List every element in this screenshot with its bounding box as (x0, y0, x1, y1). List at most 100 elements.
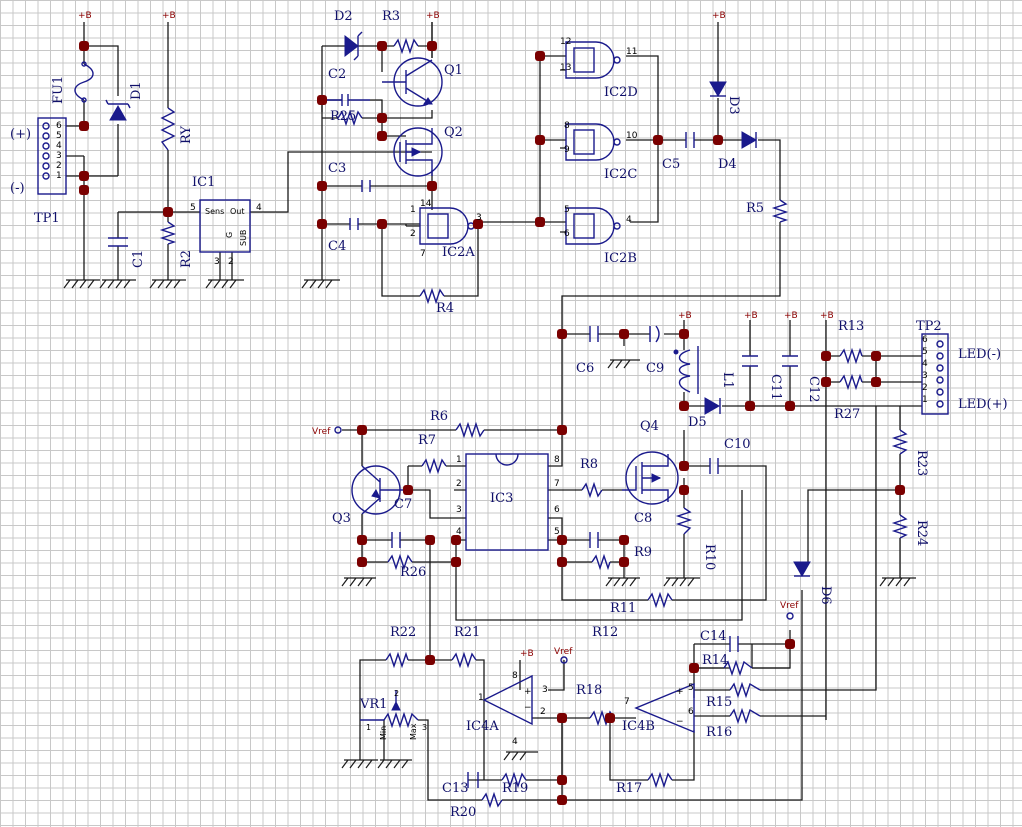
c8-label: C8 (634, 511, 652, 526)
q2-mosfet (393, 127, 443, 177)
vr1-num: 1 (366, 723, 371, 732)
tp2-pin: 2 (922, 383, 928, 393)
ic4b-sign: − (676, 717, 684, 727)
ic4a-pin: 8 (512, 671, 518, 681)
wires (66, 22, 922, 801)
r25-resistor (337, 109, 363, 127)
tp1-pin: 3 (56, 151, 62, 161)
ic3-pin: 2 (456, 479, 462, 489)
ic2d-pin: 11 (626, 47, 637, 57)
tp2-connector (921, 333, 949, 415)
ic4a-sign: + (524, 687, 532, 697)
r21-resistor (451, 651, 477, 669)
r23-resistor (891, 429, 909, 455)
ic4b-pin: 5 (688, 683, 694, 693)
vref-terminal (334, 426, 342, 434)
vref-terminal (560, 656, 568, 664)
led-plus-label: LED(+) (958, 397, 1008, 412)
ic2a-gate (419, 207, 475, 245)
r22-resistor (385, 651, 409, 669)
ic2b-gate (565, 207, 621, 245)
r15-label: R15 (706, 695, 732, 710)
ic4b-opamp (634, 682, 695, 734)
c7-capacitor (391, 532, 401, 548)
tp1-pins (42, 122, 50, 180)
ic2a-pin: 3 (476, 213, 482, 223)
c8-capacitor (589, 532, 599, 548)
component-labels: FU1 D1 RY C1 R2 IC1 Sens Out G SUB 5 4 3… (10, 9, 1008, 820)
ic2a-pin: 14 (420, 199, 432, 209)
tp2-label: TP2 (916, 319, 942, 334)
d3-diode (709, 81, 727, 98)
ic1-g-label: G (225, 232, 234, 238)
d3-label: D3 (726, 96, 741, 115)
r14-resistor (723, 659, 753, 677)
r25-label: R25 (330, 109, 356, 124)
tp2-pin: 5 (922, 347, 928, 357)
rail-vref-label: Vref (554, 647, 573, 657)
tp1-plus-label: (+) (10, 127, 31, 142)
ic1-pin2: 2 (228, 257, 234, 267)
ic2a-label: IC2A (442, 245, 475, 260)
r19-label: R19 (502, 781, 528, 796)
vr1-label: VR1 (359, 697, 387, 712)
r11-resistor (647, 591, 673, 609)
vr1-num: 3 (422, 723, 427, 732)
ic1-pin3: 3 (214, 257, 220, 267)
r4-label: R4 (436, 301, 454, 316)
ic3-pin: 5 (554, 527, 560, 537)
r5-resistor (771, 199, 789, 223)
r12-label: R12 (592, 625, 618, 640)
rail-pos-label: +B (784, 311, 798, 321)
tp1-pin: 1 (56, 171, 62, 181)
c9-capacitor (649, 325, 660, 343)
r3-label: R3 (382, 9, 400, 24)
r5-label: R5 (746, 201, 764, 216)
ic4b-pin: 7 (624, 697, 630, 707)
l1-label: L1 (720, 372, 735, 389)
rail-vref-label: Vref (780, 601, 799, 611)
c3-capacitor (361, 180, 371, 192)
ic1-sens-label: Sens (205, 207, 224, 216)
d2-label: D2 (334, 9, 353, 24)
ic2b-pin: 6 (564, 229, 570, 239)
d2-diode (344, 34, 359, 58)
tp1-pin: 4 (56, 141, 62, 151)
vr1-potentiometer (383, 711, 419, 729)
tp2-pin: 1 (922, 395, 928, 405)
tp1-connector (37, 117, 67, 195)
ic3-pin: 7 (554, 479, 560, 489)
ry-resistor (160, 107, 176, 151)
q3-label: Q3 (332, 511, 351, 526)
ic2b-pin: 4 (626, 215, 632, 225)
d4-label: D4 (718, 157, 737, 172)
fu1-fuse (74, 63, 94, 101)
r27-label: R27 (834, 407, 860, 422)
r21-label: R21 (454, 625, 480, 640)
ground-symbols (63, 279, 916, 769)
ic2d-pin: 13 (560, 63, 571, 73)
r26-label: R26 (400, 565, 426, 580)
c5-label: C5 (662, 157, 680, 172)
tp2-pin: 6 (922, 335, 928, 345)
q1-label: Q1 (444, 63, 463, 78)
r11-label: R11 (610, 601, 636, 616)
c1-capacitor (108, 237, 128, 247)
c4-label: C4 (328, 239, 346, 254)
c4-capacitor (349, 218, 359, 230)
ic2c-pin: 10 (626, 131, 638, 141)
vr1-min-label: Min (379, 726, 388, 740)
c2-label: C2 (328, 67, 346, 82)
r14-label: R14 (702, 653, 728, 668)
d4-diode (741, 131, 758, 149)
r18-label: R18 (576, 683, 602, 698)
r26-resistor (387, 553, 413, 571)
c13-label: C13 (442, 781, 469, 796)
r20-resistor (481, 791, 503, 809)
c1-label: C1 (131, 250, 146, 268)
c11-capacitor (742, 355, 758, 367)
ic2a-pin: 1 (410, 205, 416, 215)
tp1-pin: 5 (56, 131, 62, 141)
c6-label: C6 (576, 361, 594, 376)
q4-label: Q4 (640, 419, 659, 434)
